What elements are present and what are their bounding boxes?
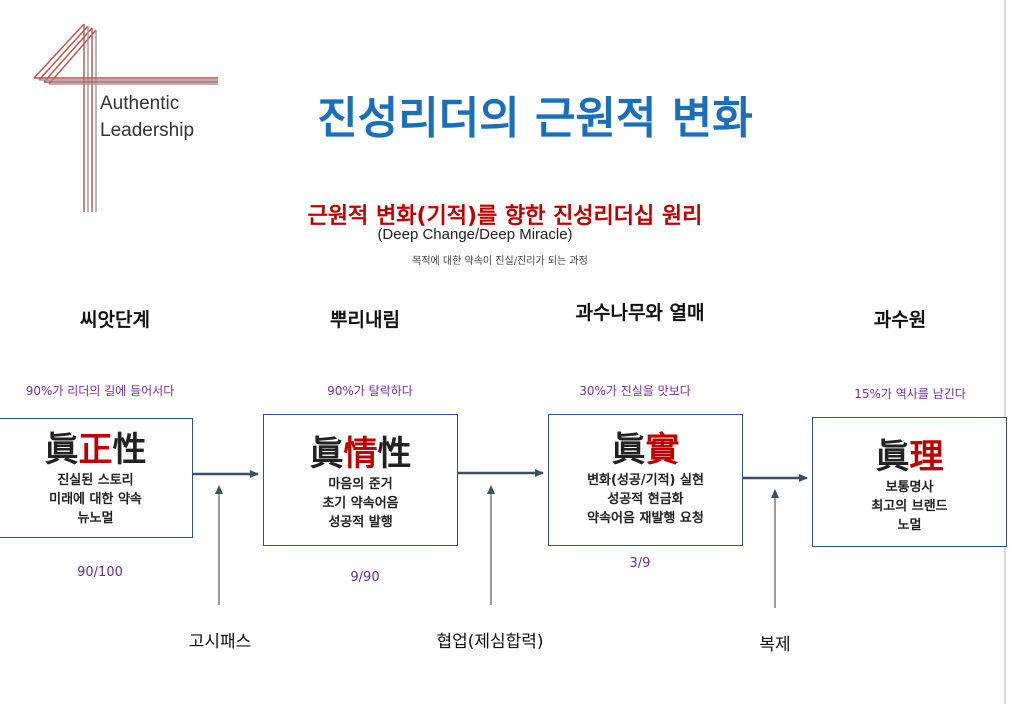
slide-edge (1004, 0, 1006, 704)
stage-box-line: 성공적 현금화 (607, 492, 684, 507)
heading-char-true: 眞 (611, 430, 646, 470)
stage-box-line: 최고의 브랜드 (871, 499, 948, 514)
authentic-leadership-logo (33, 23, 218, 212)
input-label-replication: 복제 (759, 635, 791, 655)
logo-text-authentic: Authentic (100, 93, 180, 114)
stage-box-heading: 眞情性 (264, 433, 457, 475)
stage-label-seed: 씨앗단계 (80, 309, 150, 331)
stage-percent-rooting: 90%가 탈락하다 (327, 384, 413, 398)
heading-char-key: 理 (909, 437, 944, 477)
stage-box-line: 변화(성공/기적) 실현 (587, 473, 704, 488)
subtitle-english: (Deep Change/Deep Miracle) (377, 226, 573, 243)
stage-box-line: 약속어음 재발행 요청 (587, 511, 704, 526)
heading-char-key: 正 (78, 430, 113, 470)
heading-char-nature: 性 (377, 434, 412, 474)
stage-label-fruit-tree: 과수나무와 열매 (575, 302, 705, 324)
stage-box-orchard: 眞理 보통명사 최고의 브랜드 노멀 (812, 417, 1007, 547)
stage-box-line: 성공적 발행 (328, 515, 393, 530)
stage-box-line: 마음의 준거 (328, 477, 393, 492)
stage-box-line: 뉴노멀 (77, 511, 114, 526)
stage-percent-orchard: 15%가 역사를 남긴다 (854, 387, 966, 401)
heading-char-nature: 性 (112, 430, 147, 470)
stage-score-seed: 90/100 (77, 565, 123, 580)
stage-box-line: 진실된 스토리 (57, 473, 134, 488)
stage-score-fruit-tree: 3/9 (629, 556, 651, 571)
stage-box-line: 노멀 (897, 518, 922, 533)
page-title: 진성리더의 근원적 변화 (317, 93, 753, 144)
stage-percent-seed: 90%가 리더의 길에 들어서다 (25, 384, 175, 398)
heading-char-key: 實 (645, 430, 680, 470)
stage-box-line: 초기 약속어음 (322, 496, 399, 511)
stage-box-heading: 眞正性 (0, 429, 192, 471)
stage-box-line: 미래에 대한 약속 (49, 492, 142, 507)
stage-box-line: 보통명사 (885, 480, 934, 495)
logo-text-leadership: Leadership (100, 120, 195, 141)
stage-label-rooting: 뿌리내림 (330, 309, 400, 331)
stage-box-rooting: 眞情性 마음의 준거 초기 약속어음 성공적 발행 (263, 414, 458, 546)
stage-label-orchard: 과수원 (873, 309, 927, 331)
heading-char-true: 眞 (44, 430, 79, 470)
stage-box-seed: 眞正性 진실된 스토리 미래에 대한 약속 뉴노멀 (0, 418, 193, 538)
stage-percent-fruit-tree: 30%가 진실을 맛보다 (579, 384, 691, 398)
stage-box-heading: 眞理 (813, 436, 1006, 478)
heading-char-true: 眞 (875, 437, 910, 477)
stage-score-rooting: 9/90 (350, 570, 380, 585)
stage-box-heading: 眞實 (549, 429, 742, 471)
input-label-exam: 고시패스 (188, 632, 252, 652)
heading-char-key: 情 (343, 434, 378, 474)
heading-char-true: 眞 (309, 434, 344, 474)
tagline: 목적에 대한 약속이 진실/진리가 되는 과정 (412, 256, 588, 267)
subtitle: 근원적 변화(기적)를 향한 진성리더십 원리 (307, 204, 703, 229)
stage-box-fruit-tree: 眞實 변화(성공/기적) 실현 성공적 현금화 약속어음 재발행 요청 (548, 414, 743, 546)
input-label-collaboration: 협업(제심합력) (436, 632, 544, 652)
